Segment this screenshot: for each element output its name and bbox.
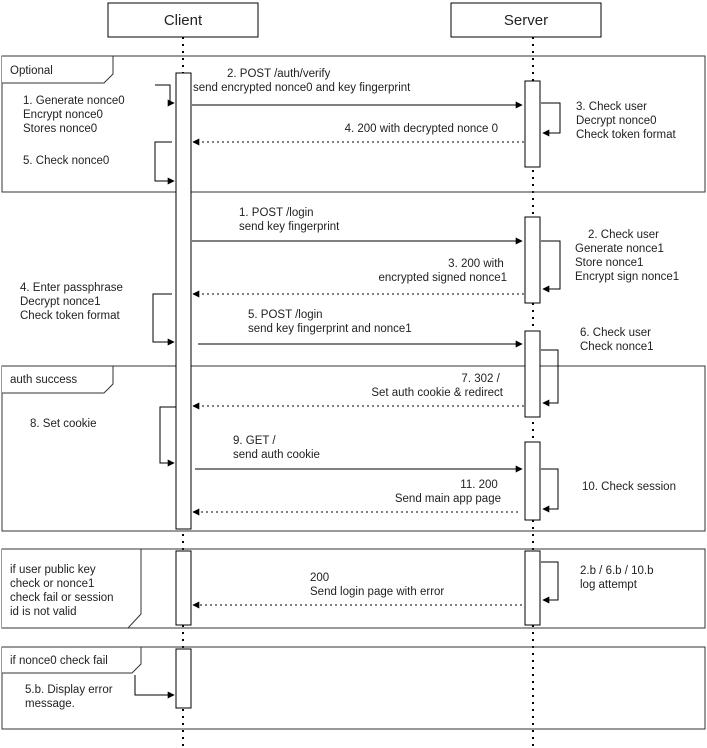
opt-msg3-self-arrow bbox=[541, 102, 561, 137]
auth-msg10-label: 10. Check session bbox=[582, 481, 676, 493]
frame-nonce-fail-label: if nonce0 check fail bbox=[10, 655, 108, 667]
opt-msg1-label: 1. Generate nonce0 Encrypt nonce0 Stores… bbox=[23, 95, 128, 135]
opt-msg5-label: 5. Check nonce0 bbox=[23, 155, 109, 167]
login-msg2-label: 2. Check user Generate nonce1 Store nonc… bbox=[575, 229, 679, 283]
server-activation-3 bbox=[524, 330, 541, 418]
invalid-response-label: 200 Send login page with error bbox=[310, 572, 444, 598]
invalid-log-label: 2.b / 6.b / 10.b log attempt bbox=[580, 565, 657, 591]
frame-nonce-fail: if nonce0 check fail bbox=[1, 646, 706, 730]
frame-auth-success: auth success bbox=[1, 365, 706, 532]
login-msg6-self-arrow bbox=[541, 349, 559, 407]
server-header-label: Server bbox=[504, 12, 548, 29]
login-msg6-label: 6. Check user Check nonce1 bbox=[580, 327, 654, 353]
auth-msg9-label: 9. GET / send auth cookie bbox=[233, 435, 320, 461]
server-header-box bbox=[450, 2, 602, 38]
login-msg1-label: 1. POST /login send key fingerprint bbox=[239, 207, 340, 233]
nonce-fail-display-label: 5.b. Display error message. bbox=[25, 684, 116, 710]
frame-invalid-label: if user public key check or nonce1 check… bbox=[10, 564, 117, 618]
client-activation-main bbox=[175, 72, 192, 530]
server-activation-4 bbox=[524, 441, 541, 521]
frame-auth-success-label: auth success bbox=[10, 374, 77, 386]
opt-msg1-self-arrow bbox=[155, 84, 175, 107]
server-activation-2 bbox=[524, 216, 541, 304]
opt-msg5-self-arrow bbox=[154, 141, 175, 185]
client-header-box bbox=[107, 2, 259, 38]
client-header-label: Client bbox=[164, 12, 203, 29]
invalid-log-self-arrow bbox=[541, 561, 559, 604]
login-msg2-self-arrow bbox=[541, 240, 561, 293]
auth-msg10-self-arrow bbox=[541, 468, 559, 513]
frame-invalid: if user public key check or nonce1 check… bbox=[1, 548, 706, 629]
opt-msg4-label: 4. 200 with decrypted nonce 0 bbox=[345, 123, 498, 135]
opt-msg2-label: 2. POST /auth/verify send encrypted nonc… bbox=[193, 68, 411, 94]
auth-msg8-self-arrow bbox=[159, 406, 176, 467]
login-msg3-label: 3. 200 with encrypted signed nonce1 bbox=[378, 258, 507, 284]
login-msg4-self-arrow bbox=[152, 293, 175, 346]
server-activation-5 bbox=[524, 550, 541, 626]
client-activation-nonce-fail bbox=[175, 648, 192, 709]
login-msg4-label: 4. Enter passphrase Decrypt nonce1 Check… bbox=[20, 282, 126, 322]
frame-optional-label: Optional bbox=[10, 65, 53, 77]
frame-optional: Optional bbox=[1, 55, 706, 193]
server-activation-1 bbox=[524, 80, 541, 168]
client-activation-invalid bbox=[175, 550, 192, 626]
login-msg5-label: 5. POST /login send key fingerprint and … bbox=[248, 309, 412, 335]
auth-msg11-label: 11. 200 Send main app page bbox=[395, 479, 501, 505]
opt-msg3-label: 3. Check user Decrypt nonce0 Check token… bbox=[576, 101, 677, 141]
auth-msg8-label: 8. Set cookie bbox=[30, 418, 96, 430]
nonce-fail-display-arrow bbox=[134, 675, 175, 699]
auth-msg7-label: 7. 302 / Set auth cookie & redirect bbox=[371, 373, 503, 399]
